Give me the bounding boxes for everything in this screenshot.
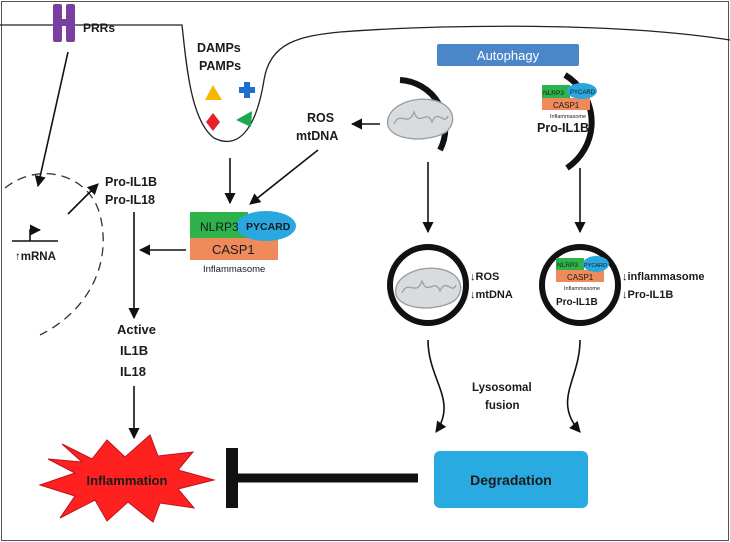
svg-text:Inflammasome: Inflammasome xyxy=(550,114,586,120)
pamp-cross-blue xyxy=(239,82,255,98)
down-pro-il1b-label: ↓Pro-IL1B xyxy=(622,289,673,301)
prrs-label: PRRs xyxy=(83,21,115,35)
active-label: Active xyxy=(117,322,156,337)
arrow-left-to-degradation xyxy=(427,339,447,433)
inflammasome-caption: Inflammasome xyxy=(203,264,265,275)
arrow-mrna-to-pro xyxy=(67,183,99,215)
inflammation-label: Inflammation xyxy=(87,473,168,488)
promoter-arrow-icon xyxy=(12,224,58,242)
down-ros-label: ↓ROS xyxy=(470,271,499,283)
degradation-label: Degradation xyxy=(470,472,552,488)
casp1-block xyxy=(190,238,278,260)
fusion-label: fusion xyxy=(485,400,520,412)
down-mtdna-label: ↓mtDNA xyxy=(470,289,513,301)
il1b-label: IL1B xyxy=(120,343,148,358)
lysosome-inflammasome: NLRP3 PYCARD CASP1 Inflammasome xyxy=(556,256,609,292)
receptor-icon xyxy=(53,4,75,42)
svg-text:Inflammasome: Inflammasome xyxy=(564,286,600,292)
mtdna-label: mtDNA xyxy=(296,129,338,143)
degradation-box xyxy=(434,451,588,508)
damps-label: DAMPs xyxy=(197,41,241,55)
autophagy-box xyxy=(437,44,579,66)
ros-label: ROS xyxy=(307,111,334,125)
pro-il18-label: Pro-IL18 xyxy=(105,193,155,207)
inhibition-bar-icon xyxy=(226,448,418,508)
arrow-prrs-to-nucleus xyxy=(34,51,69,188)
damp-triangle-yellow xyxy=(205,85,222,100)
fusion-label-bg xyxy=(468,376,540,418)
lysosomal-label: Lysosomal xyxy=(472,382,532,394)
svg-text:CASP1: CASP1 xyxy=(567,273,594,282)
nlrp3-label: NLRP3 xyxy=(200,220,239,234)
pamp-triangle-green xyxy=(236,111,252,127)
svg-text:PYCARD: PYCARD xyxy=(584,263,607,269)
svg-text:NLRP3: NLRP3 xyxy=(543,90,564,97)
damp-diamond-red xyxy=(206,113,220,131)
lyso-pro-il1b-label: Pro-IL1B xyxy=(556,297,598,308)
mrna-label: ↑mRNA xyxy=(15,251,56,263)
cargo-pro-il1b-label: Pro-IL1B xyxy=(537,121,589,135)
pycard-block xyxy=(236,211,296,241)
cargo-inflammasome: NLRP3 PYCARD CASP1 Inflammasome xyxy=(542,83,597,120)
down-inflammasome-label: ↓inflammasome xyxy=(622,271,705,283)
svg-text:NLRP3: NLRP3 xyxy=(557,262,578,269)
pamps-label: PAMPs xyxy=(199,59,241,73)
il18-label: IL18 xyxy=(120,364,146,379)
inflammasome-complex: NLRP3 PYCARD CASP1 Inflammasome xyxy=(190,211,296,275)
autophagy-label: Autophagy xyxy=(477,48,540,63)
pycard-label: PYCARD xyxy=(246,221,291,233)
inflammation-burst-icon xyxy=(38,434,216,523)
svg-text:CASP1: CASP1 xyxy=(553,101,580,110)
pro-il1b-label: Pro-IL1B xyxy=(105,175,157,189)
cell-membrane xyxy=(0,24,730,143)
arrow-right-to-degradation xyxy=(566,339,581,433)
casp1-label: CASP1 xyxy=(212,242,255,257)
arrow-ros-to-inflammasome xyxy=(249,149,319,205)
nucleus-boundary xyxy=(4,173,104,336)
svg-text:PYCARD: PYCARD xyxy=(570,90,596,96)
